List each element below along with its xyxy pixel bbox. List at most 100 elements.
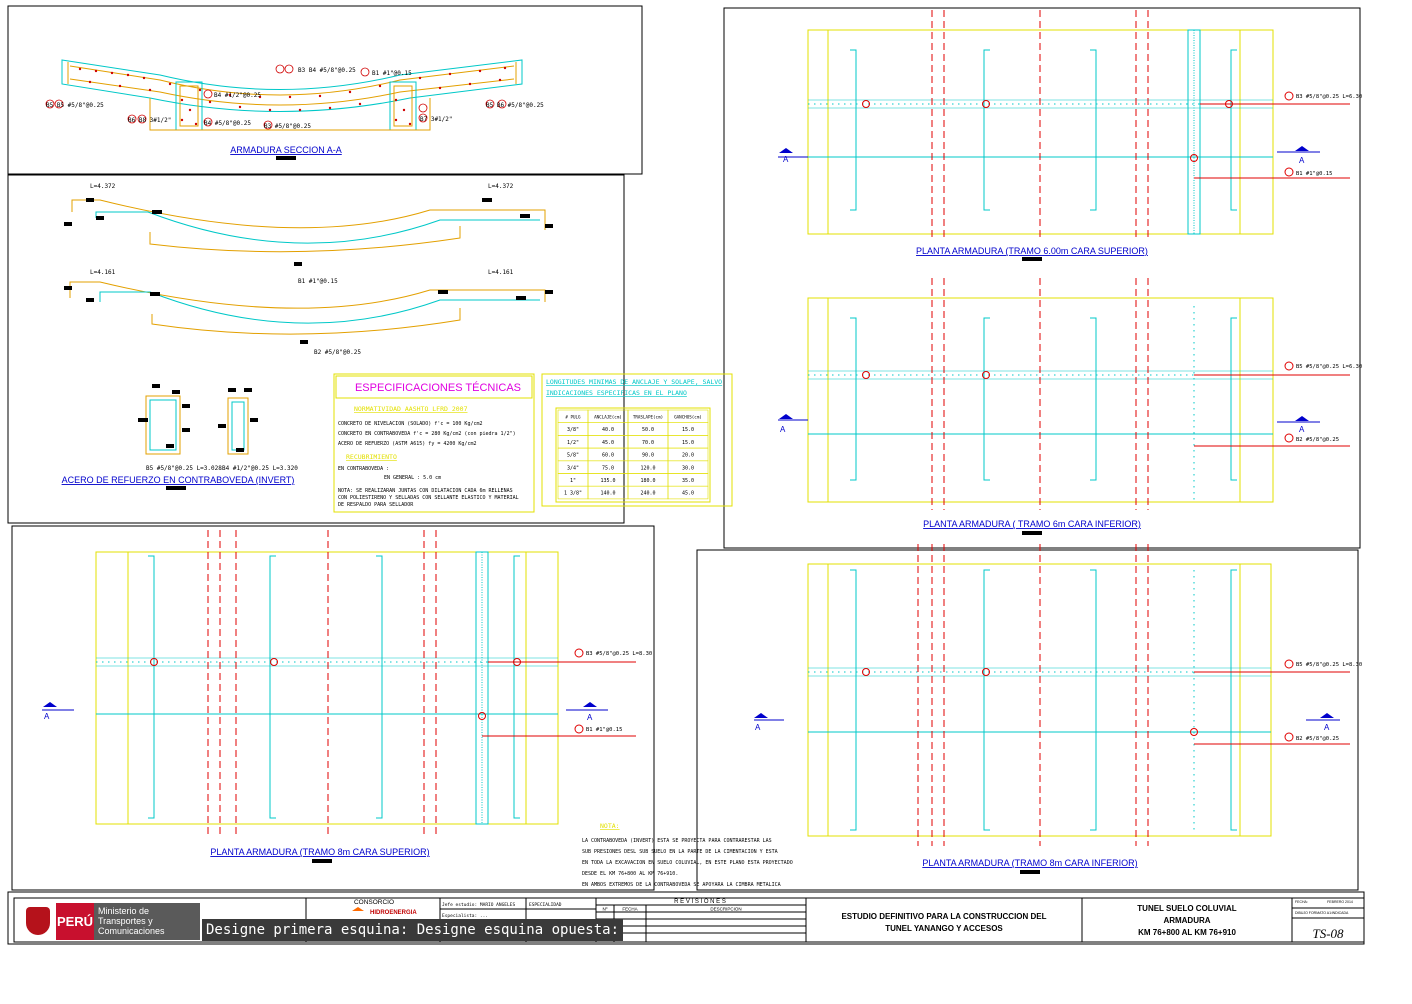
bar-tags — [64, 198, 553, 344]
anclaje-cell: 75.0 — [602, 465, 614, 471]
plan-8m-superior — [42, 530, 636, 836]
b2-label: B2 #5/8"@0.25 — [314, 349, 361, 356]
rev-header-fecha: FECHA — [622, 907, 637, 912]
tb-especialidad: ESPECIALIDAD — [529, 902, 562, 908]
anclaje-cell: 90.0 — [642, 453, 654, 459]
anclaje-cell: 240.0 — [640, 491, 655, 497]
plan3-label-b3: B3 #5/8"@0.25 L=8.30 — [586, 651, 652, 657]
command-line-prompt[interactable]: Designe primera esquina: Designe esquina… — [202, 919, 624, 941]
specs-line-2: CONCRETO EN CONTRABOVEDA f'c = 280 Kg/cm… — [338, 431, 516, 437]
section-marker-p1-left: A — [783, 155, 789, 164]
section-marker-p4-right: A — [1324, 723, 1330, 732]
title-seccion-aa: ARMADURA SECCION A-A — [230, 145, 342, 155]
sheet-number: TS-08 — [1312, 926, 1344, 941]
nota-line-1: LA CONTRABOVEDA (INVERT) ESTA SE PROYECT… — [582, 838, 772, 844]
tb-row-1: Jefe estudio: MARIO ANGELES — [442, 902, 515, 908]
formato-label: DIBUJO FORMATO A1: — [1295, 911, 1332, 915]
anclaje-cell: 135.0 — [600, 478, 615, 484]
peru-mtc-logo: PERÚ Ministerio de Transportes y Comunic… — [20, 903, 200, 940]
plan2-label-b5: B5 #5/8"@0.25 L=6.30 — [1296, 364, 1362, 370]
tunel-line-1: TUNEL SUELO COLUVIAL — [1137, 904, 1237, 913]
label-aa-left: B5 B5 #5/8"@0.25 — [46, 102, 104, 109]
anclaje-header-cell: TRASLAPE(cm) — [633, 415, 663, 420]
anclaje-cell: 120.0 — [640, 465, 655, 471]
anclaje-header-cell: # PULG — [565, 415, 581, 420]
plan-6m-inferior — [778, 278, 1350, 510]
bar-shapes — [69, 199, 546, 335]
specs-title: ESPECIFICACIONES TÉCNICAS — [355, 381, 521, 394]
b5-label: B5 #5/8"@0.25 L=3.028 — [146, 465, 222, 472]
section-marker-p4-left: A — [755, 723, 761, 732]
plan1-label-b3: B3 #5/8"@0.25 L=6.30 — [1296, 94, 1362, 100]
nota-line-3: EN TODA LA EXCAVACION EN SUELO COLUVIAL,… — [582, 860, 793, 866]
estudio-line-1: ESTUDIO DEFINITIVO PARA LA CONSTRUCCION … — [841, 912, 1046, 921]
specs-line-1: CONCRETO DE NIVELACION (SOLADO) f'c = 10… — [338, 421, 483, 427]
specs-line-3: ACERO DE REFUERZO (ASTM A615) fy = 4200 … — [338, 441, 476, 447]
anclaje-cell: 5/8" — [567, 453, 579, 459]
tunel-line-3: KM 76+800 AL KM 76+910 — [1138, 928, 1236, 937]
anclaje-header-cell: ANCLAJE(cm) — [594, 415, 622, 420]
specs-nota-2: CON POLIESTIRENO Y SELLADAS CON SELLANTE… — [338, 495, 519, 501]
title-planta-8m-inferior: PLANTA ARMADURA (TRAMO 8m CARA INFERIOR) — [922, 858, 1137, 868]
specs-nota-1: NOTA: SE REALIZARAN JUNTAS CON DILATACIO… — [338, 488, 513, 494]
plan-6m-superior — [778, 10, 1350, 240]
label-aa-right: B5 B6 #5/8"@0.25 — [486, 102, 544, 109]
plan4-label-b2: B2 #5/8"@0.25 — [1296, 736, 1339, 742]
section-marker-p2-left: A — [780, 425, 786, 434]
anclaje-cell: 45.0 — [602, 440, 614, 446]
anclaje-title-2: INDICACIONES ESPECIFICAS EN EL PLANO — [546, 389, 687, 397]
nota-line-4: DESDE EL KM 76+800 AL KM 76+910. — [582, 871, 678, 877]
label-aa-bot-mid2: B3 #5/8"@0.25 — [264, 123, 311, 130]
rev-header-no: Nº — [603, 907, 608, 912]
anclaje-title-1: LONGITUDES MINIMAS DE ANCLAJE Y SOLAPE, … — [546, 378, 722, 386]
plan2-label-b2: B2 #5/8"@0.25 — [1296, 437, 1339, 443]
anclaje-cell: 1" — [570, 478, 576, 484]
anclaje-cell: 35.0 — [682, 478, 694, 484]
label-aa-mid1: B4 #1/2"@0.25 — [214, 92, 261, 99]
anclaje-cell: 1 3/8" — [564, 491, 582, 497]
consorcio-label: CONSORCIO — [354, 899, 394, 906]
label-aa-bot-left: B6 B8 3#1/2" — [128, 117, 171, 124]
anclaje-cell: 30.0 — [682, 465, 694, 471]
b2-length-left: L=4.161 — [90, 269, 116, 276]
tb-row-2: Especialista: ... — [442, 913, 488, 919]
section-marker-p3-right: A — [587, 713, 593, 722]
specs-box — [333, 373, 733, 513]
anclaje-table: # PULG ANCLAJE(cm) TRASLAPE(cm) GANCHOS(cm)… — [557, 409, 709, 500]
revisiones-title: R E V I S I O N E S — [674, 899, 726, 905]
b1-length-left: L=4.372 — [90, 183, 116, 190]
peru-shield-icon — [20, 903, 56, 940]
peru-label: PERÚ — [56, 903, 94, 940]
anclaje-cell: 3/4" — [567, 465, 579, 471]
specs-recubrimiento: RECUBRIMIENTO — [346, 453, 397, 461]
tunel-line-2: ARMADURA — [1163, 916, 1210, 925]
anclaje-cell: 20.0 — [682, 453, 694, 459]
label-aa-bot-mid1: B4 #5/8"@0.25 — [204, 120, 251, 127]
section-marker-p1-right: A — [1299, 156, 1305, 165]
section-marker-p2-right: A — [1299, 425, 1305, 434]
label-aa-top-left: B3 B4 #5/8"@0.25 — [298, 67, 356, 74]
anclaje-cell: 70.0 — [642, 440, 654, 446]
anclaje-header-cell: GANCHOS(cm) — [674, 415, 702, 420]
rev-header-descripcion: DESCRIPCION — [710, 907, 741, 912]
section-marker-p3-left: A — [44, 712, 50, 721]
anclaje-cell: 180.0 — [640, 478, 655, 484]
anclaje-cell: 140.0 — [600, 491, 615, 497]
estudio-line-2: TUNEL YANANGO Y ACCESOS — [885, 924, 1003, 933]
formato-value: INDICADA — [1332, 911, 1349, 915]
plan3-label-b1: B1 #1"@0.15 — [586, 727, 622, 733]
anclaje-cell: 15.0 — [682, 427, 694, 433]
nota-line-5: EN AMBOS EXTREMOS DE LA CONTRABOVEDA SE … — [582, 882, 781, 888]
specs-norma: NORMATIVIDAD AASHTO LFRD 2007 — [354, 405, 468, 413]
label-aa-bot-right: B7 3#1/2" — [420, 116, 453, 123]
anclaje-cell: 60.0 — [602, 453, 614, 459]
title-planta-6m-superior: PLANTA ARMADURA (TRAMO 6.00m CARA SUPERI… — [916, 246, 1148, 256]
title-contraboveda: ACERO DE REFUERZO EN CONTRABOVEDA (INVER… — [62, 475, 295, 485]
specs-rec-1: EN CONTRABOVEDA : — [338, 466, 389, 472]
plan1-label-b1: B1 #1"@0.15 — [1296, 171, 1332, 177]
anclaje-cell: 45.0 — [682, 491, 694, 497]
anclaje-cell: 3/8" — [567, 427, 579, 433]
hidro-label: HIDROENERGIA — [370, 910, 417, 916]
anclaje-cell: 15.0 — [682, 440, 694, 446]
